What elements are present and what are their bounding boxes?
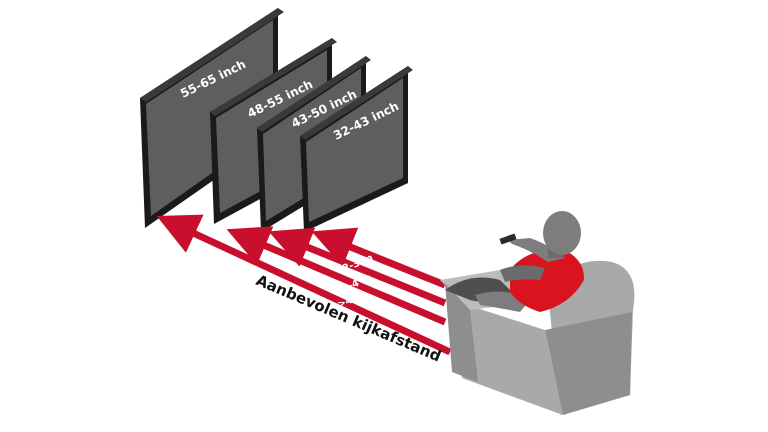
arrow-gt4m [156,214,452,356]
tv-55-65: 55-65 inch [140,8,284,228]
arrow-lt2m [311,227,447,289]
distance-label-lt2m: <2 m [355,225,386,246]
remote-control [499,233,517,245]
distance-labels: <2 m 2-3 m 3-4 m >4 m [336,225,386,311]
arrow-2-3m [268,227,447,307]
distance-arrows [156,214,452,356]
arrow-3-4m [226,226,447,326]
head [543,211,581,255]
person [445,211,585,312]
